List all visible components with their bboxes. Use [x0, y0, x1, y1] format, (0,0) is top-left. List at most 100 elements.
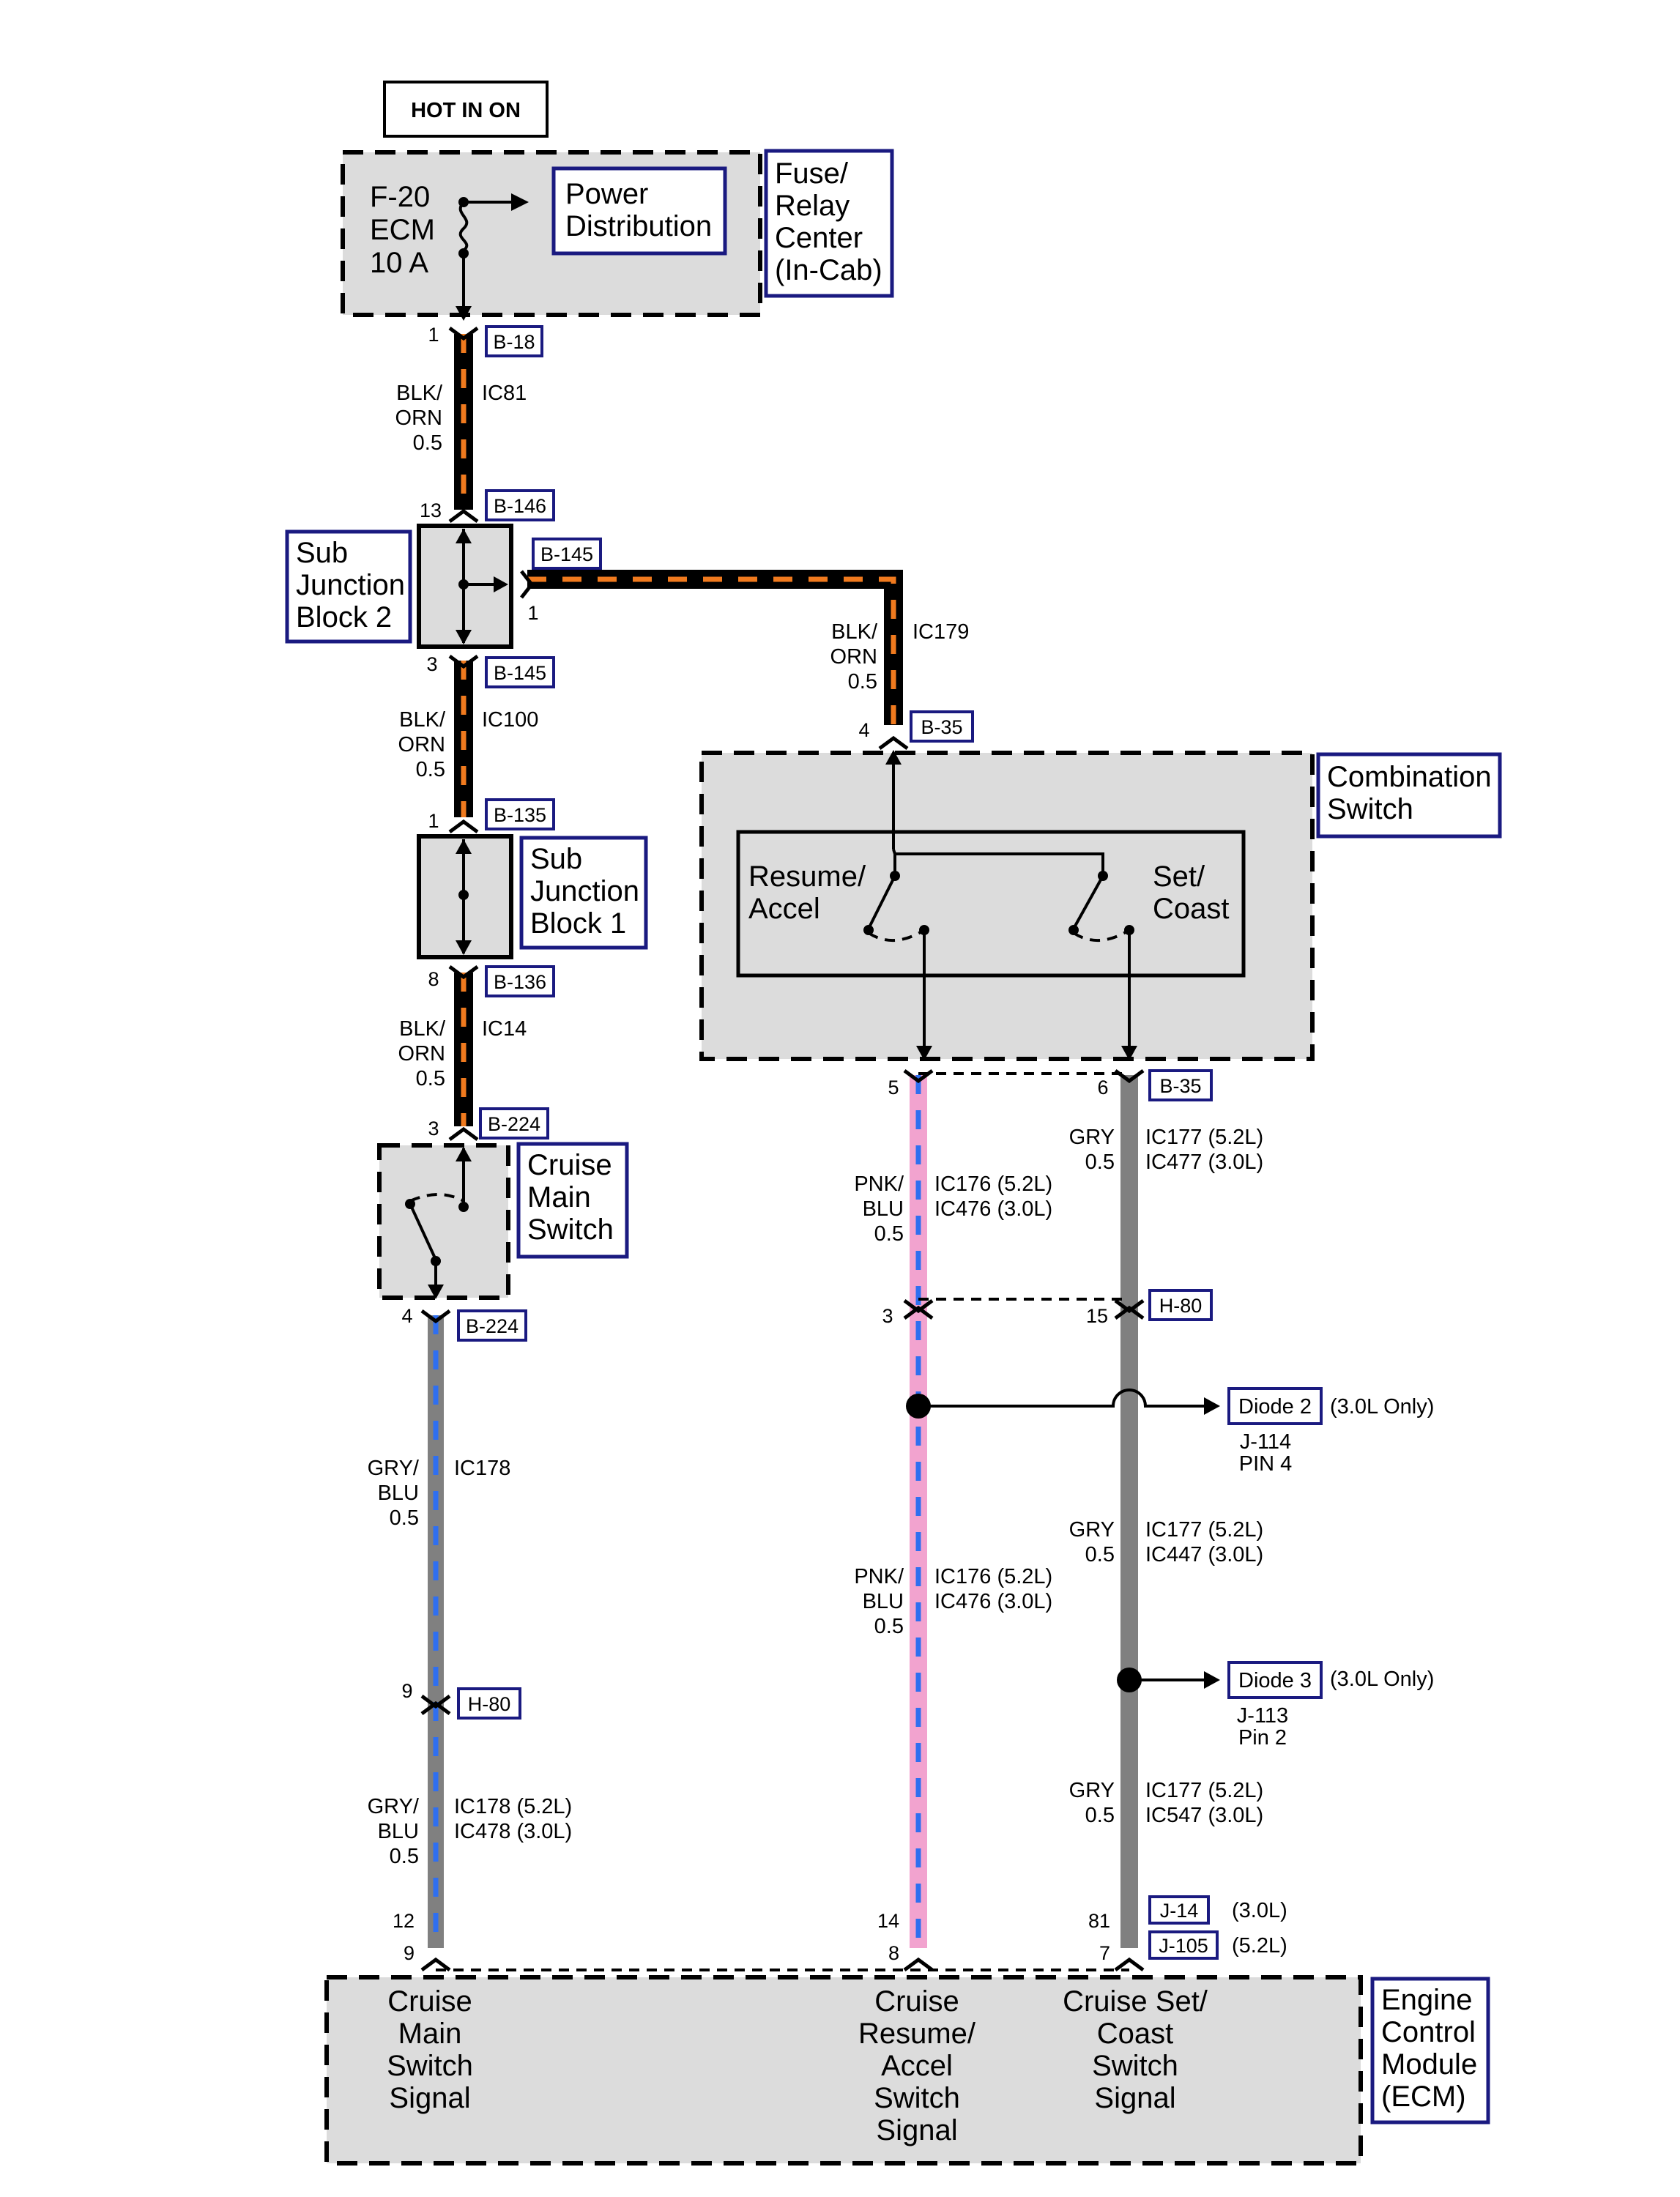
svg-text:1: 1 [428, 324, 439, 346]
connector-h80-right: H-80 3 15 [882, 1289, 1213, 1327]
svg-text:IC476 (3.0L): IC476 (3.0L) [934, 1590, 1052, 1613]
sub-junction-block-2 [417, 524, 513, 649]
svg-text:PIN 4: PIN 4 [1239, 1452, 1293, 1476]
svg-text:Distribution: Distribution [565, 210, 712, 242]
svg-text:F-20: F-20 [370, 181, 430, 213]
power-distribution-box: Power Distribution [551, 166, 727, 256]
connector-b35-bottom: B-35 5 6 [888, 1069, 1213, 1101]
diode-2-branch: Diode 2 (3.0L Only) J-114 PIN 4 [906, 1387, 1434, 1476]
svg-text:0.5: 0.5 [416, 1067, 445, 1090]
svg-text:IC178 (5.2L): IC178 (5.2L) [454, 1795, 572, 1818]
svg-text:Junction: Junction [296, 569, 405, 601]
svg-text:0.5: 0.5 [874, 1615, 904, 1638]
svg-text:Coast: Coast [1153, 893, 1230, 925]
wire-label-ic177a: GRY 0.5 IC177 (5.2L) IC477 (3.0L) [1069, 1126, 1264, 1174]
svg-text:0.5: 0.5 [413, 431, 442, 455]
wire-label-ic178: GRY/ BLU 0.5 IC178 [368, 1457, 511, 1530]
svg-text:4: 4 [858, 719, 869, 741]
svg-text:Combination: Combination [1327, 761, 1492, 793]
svg-text:IC81: IC81 [482, 382, 527, 405]
svg-text:BLK/: BLK/ [399, 708, 446, 732]
svg-text:Sub: Sub [296, 537, 348, 569]
svg-text:B-145: B-145 [540, 543, 593, 565]
svg-text:0.5: 0.5 [848, 670, 877, 694]
svg-text:B-146: B-146 [494, 495, 546, 517]
svg-text:10 A: 10 A [370, 247, 428, 279]
svg-text:(ECM): (ECM) [1381, 2081, 1466, 2113]
svg-text:Cruise: Cruise [387, 1985, 472, 2018]
svg-text:9: 9 [404, 1942, 415, 1964]
svg-text:8: 8 [428, 968, 439, 990]
svg-text:IC476 (3.0L): IC476 (3.0L) [934, 1197, 1052, 1221]
svg-text:BLU: BLU [863, 1197, 904, 1221]
svg-text:IC178: IC178 [454, 1457, 510, 1480]
svg-text:B-224: B-224 [488, 1113, 540, 1135]
svg-text:J-105: J-105 [1159, 1935, 1208, 1957]
svg-text:Coast: Coast [1097, 2018, 1174, 2050]
svg-text:7: 7 [1099, 1942, 1110, 1964]
svg-text:IC177 (5.2L): IC177 (5.2L) [1145, 1126, 1263, 1149]
connector-b135: B-135 1 [428, 798, 555, 832]
svg-text:IC14: IC14 [482, 1017, 527, 1041]
wire-label-ic177c: GRY 0.5 IC177 (5.2L) IC547 (3.0L) [1069, 1779, 1264, 1827]
wire-ic179 [527, 570, 903, 725]
ecm-box: Cruise Main Switch Signal Cruise Resume/… [324, 1975, 1363, 2166]
svg-text:B-135: B-135 [494, 804, 546, 826]
svg-text:IC176 (5.2L): IC176 (5.2L) [934, 1172, 1052, 1196]
svg-text:Main: Main [398, 2018, 462, 2050]
svg-text:ECM: ECM [370, 214, 435, 246]
svg-text:B-35: B-35 [921, 716, 962, 738]
connector-shell-lines [436, 1072, 1129, 1971]
svg-text:13: 13 [420, 499, 442, 521]
svg-text:(3.0L Only): (3.0L Only) [1330, 1668, 1434, 1691]
connector-j14: J-14 (3.0L) [1148, 1895, 1287, 1925]
svg-text:Engine: Engine [1381, 1984, 1473, 2016]
connector-j105: J-105 (5.2L) [1148, 1930, 1287, 1960]
fuse-relay-center: F-20 ECM 10 A Power Distribution [341, 150, 762, 321]
svg-text:BLK/: BLK/ [396, 382, 443, 405]
svg-text:Switch: Switch [1327, 793, 1413, 825]
svg-text:1: 1 [428, 810, 439, 832]
combination-switch-name: Combination Switch [1316, 752, 1502, 839]
svg-text:Junction: Junction [530, 875, 639, 907]
svg-text:H-80: H-80 [468, 1693, 511, 1715]
svg-text:12: 12 [393, 1910, 415, 1932]
svg-text:0.5: 0.5 [390, 1845, 419, 1868]
svg-text:(In-Cab): (In-Cab) [775, 254, 882, 286]
cruise-main-switch-name: Cruise Main Switch [516, 1142, 629, 1259]
svg-text:4: 4 [401, 1305, 412, 1327]
wire-label-ic176b: PNK/ BLU 0.5 IC176 (5.2L) IC476 (3.0L) [854, 1565, 1052, 1638]
svg-text:Cruise: Cruise [874, 1985, 959, 2018]
fuse-relay-center-name: Fuse/ Relay Center (In-Cab) [764, 149, 894, 298]
svg-text:Block 1: Block 1 [530, 907, 626, 940]
svg-text:IC547 (3.0L): IC547 (3.0L) [1145, 1804, 1263, 1827]
svg-text:Set/: Set/ [1153, 860, 1205, 893]
svg-text:Resume/: Resume/ [858, 2018, 976, 2050]
svg-text:Resume/: Resume/ [748, 860, 866, 893]
svg-text:Center: Center [775, 222, 863, 254]
svg-text:J-113: J-113 [1237, 1704, 1288, 1728]
svg-text:0.5: 0.5 [874, 1222, 904, 1246]
svg-text:0.5: 0.5 [1085, 1543, 1115, 1566]
connector-b18: B-18 1 [428, 324, 543, 357]
svg-text:IC177 (5.2L): IC177 (5.2L) [1145, 1779, 1263, 1802]
svg-text:PNK/: PNK/ [854, 1565, 904, 1588]
svg-text:GRY: GRY [1069, 1518, 1115, 1542]
svg-text:IC179: IC179 [913, 620, 969, 644]
svg-text:0.5: 0.5 [1085, 1804, 1115, 1827]
svg-text:GRY/: GRY/ [368, 1457, 420, 1480]
wire-label-ic81: BLK/ ORN 0.5 IC81 [395, 382, 527, 455]
svg-text:B-18: B-18 [493, 331, 535, 353]
svg-text:14: 14 [877, 1910, 899, 1932]
svg-text:3: 3 [882, 1305, 893, 1327]
svg-text:Signal: Signal [1094, 2082, 1175, 2114]
svg-text:Control: Control [1381, 2016, 1476, 2048]
svg-text:BLU: BLU [378, 1482, 419, 1505]
connector-h80-left: H-80 9 [401, 1680, 521, 1720]
svg-text:(3.0L Only): (3.0L Only) [1330, 1395, 1434, 1419]
connector-b224-bottom: B-224 4 [401, 1305, 527, 1342]
connector-b35-top: B-35 4 [858, 710, 974, 743]
svg-text:5: 5 [888, 1077, 899, 1098]
wire-label-ic14: BLK/ ORN 0.5 IC14 [398, 1017, 527, 1090]
